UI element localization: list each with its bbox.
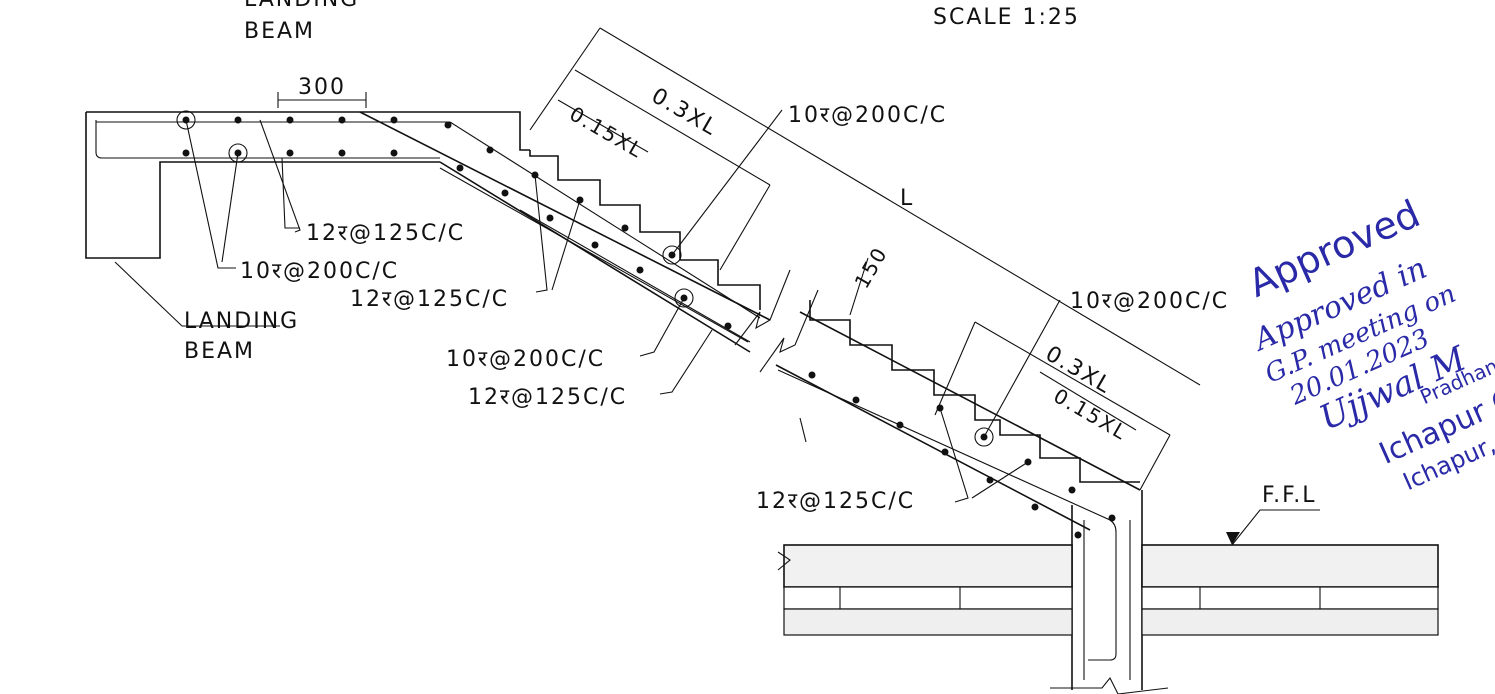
dimension-lines xyxy=(277,27,1201,491)
dim-L: L xyxy=(900,186,914,211)
waist-slab xyxy=(359,111,1141,661)
dim-150: 150 xyxy=(850,242,893,292)
bar-label-12-125-c: 12र@125C/C xyxy=(468,385,627,410)
rebar-dots xyxy=(176,110,1116,539)
break-lines xyxy=(734,269,819,373)
landing-beam-top-label-2: BEAM xyxy=(244,19,315,44)
bar-label-12-125-a: 12र@125C/C xyxy=(306,221,465,246)
dim-03xl-upper: 0.3XL xyxy=(647,84,722,142)
ffl-label: F.F.L xyxy=(1262,483,1316,508)
dim-03xl-lower: 0.3XL xyxy=(1041,342,1116,400)
steps-upper xyxy=(529,150,761,310)
labels: LANDING BEAM SCALE 1:25 300 0.3XL 0.15XL… xyxy=(184,0,1316,514)
floor-left xyxy=(777,544,1073,636)
bar-label-10-200-d: 10र@200C/C xyxy=(1070,289,1229,314)
bar-label-12-125-d: 12र@125C/C xyxy=(756,489,915,514)
dim-015xl-upper: 0.15XL xyxy=(566,102,648,163)
approval-stamp: Approved Approved in G.P. meeting on 20.… xyxy=(1242,191,1495,496)
landing-beam-left-label-2: BEAM xyxy=(184,339,255,364)
top-landing-slab xyxy=(85,111,530,259)
bar-label-12-125-b: 12र@125C/C xyxy=(350,287,509,312)
steps-lower xyxy=(809,300,1140,483)
landing-beam-left-label-1: LANDING xyxy=(184,309,299,334)
landing-beam-top-label-1: LANDING xyxy=(244,0,359,12)
bar-label-10-200-b: 10र@200C/C xyxy=(240,259,399,284)
leader-lines xyxy=(114,109,1320,546)
dim-015xl-lower: 0.15XL xyxy=(1050,384,1132,445)
scale-label: SCALE 1:25 xyxy=(933,5,1080,30)
bar-label-10-200-c: 10र@200C/C xyxy=(446,347,605,372)
dim-300: 300 xyxy=(298,75,346,100)
floor-right xyxy=(1141,544,1439,636)
bar-label-10-200-a: 10र@200C/C xyxy=(788,103,947,128)
